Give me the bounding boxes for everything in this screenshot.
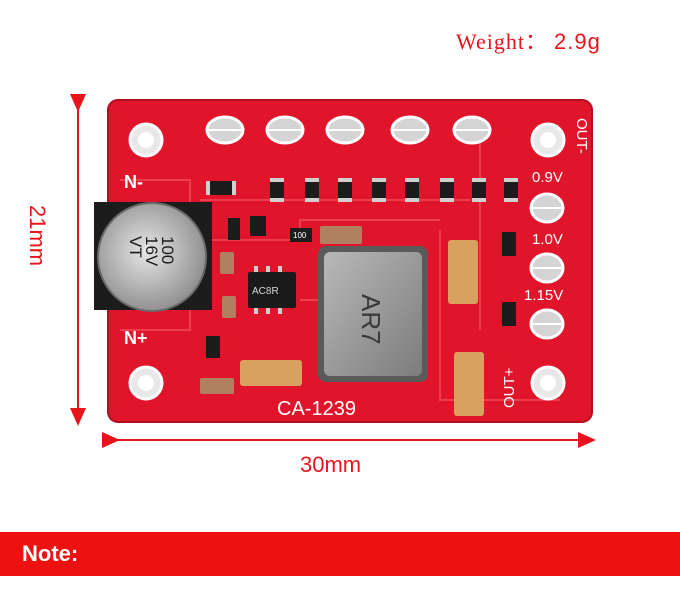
right-voltage-pads [529, 192, 565, 340]
ic-chip [248, 266, 296, 314]
resistor-marking: 100 [293, 231, 307, 240]
top-voltage-pads [205, 115, 492, 145]
note-label: Note: [22, 541, 79, 566]
pin-out-pos: OUT+ [501, 367, 518, 408]
voltage-label-2: 1.0V [532, 231, 563, 248]
pin-out-neg: OUT- [573, 118, 590, 154]
pin-neg-in: N- [124, 172, 143, 192]
voltage-label-3: 1.15V [524, 287, 563, 304]
weight-value: 2.9g [554, 29, 601, 54]
width-dimension-label: 30mm [300, 452, 362, 477]
inductor-marking: AR7 [356, 294, 386, 345]
electrolytic-capacitor [94, 202, 212, 312]
pin-pos-in: N+ [124, 328, 148, 348]
smd-resistors [206, 178, 518, 358]
weight-caption: Weight： [456, 29, 548, 54]
mounting-holes [128, 122, 566, 401]
voltage-label-1: 0.9V [532, 169, 563, 186]
ceramic-capacitors [200, 226, 484, 416]
chip-marking: AC8R [252, 286, 279, 297]
board-model: CA-1239 [277, 398, 356, 420]
inductor [318, 246, 428, 382]
cap-text-1: 100 [158, 236, 177, 264]
cap-text-2: 16V [142, 236, 161, 267]
pcb-board [94, 99, 593, 423]
cap-text-3: VT [126, 236, 145, 258]
weight-label: Weight：2.9g [456, 24, 601, 56]
height-dimension-label: 21mm [25, 205, 50, 267]
note-bar: Note: [0, 532, 680, 576]
